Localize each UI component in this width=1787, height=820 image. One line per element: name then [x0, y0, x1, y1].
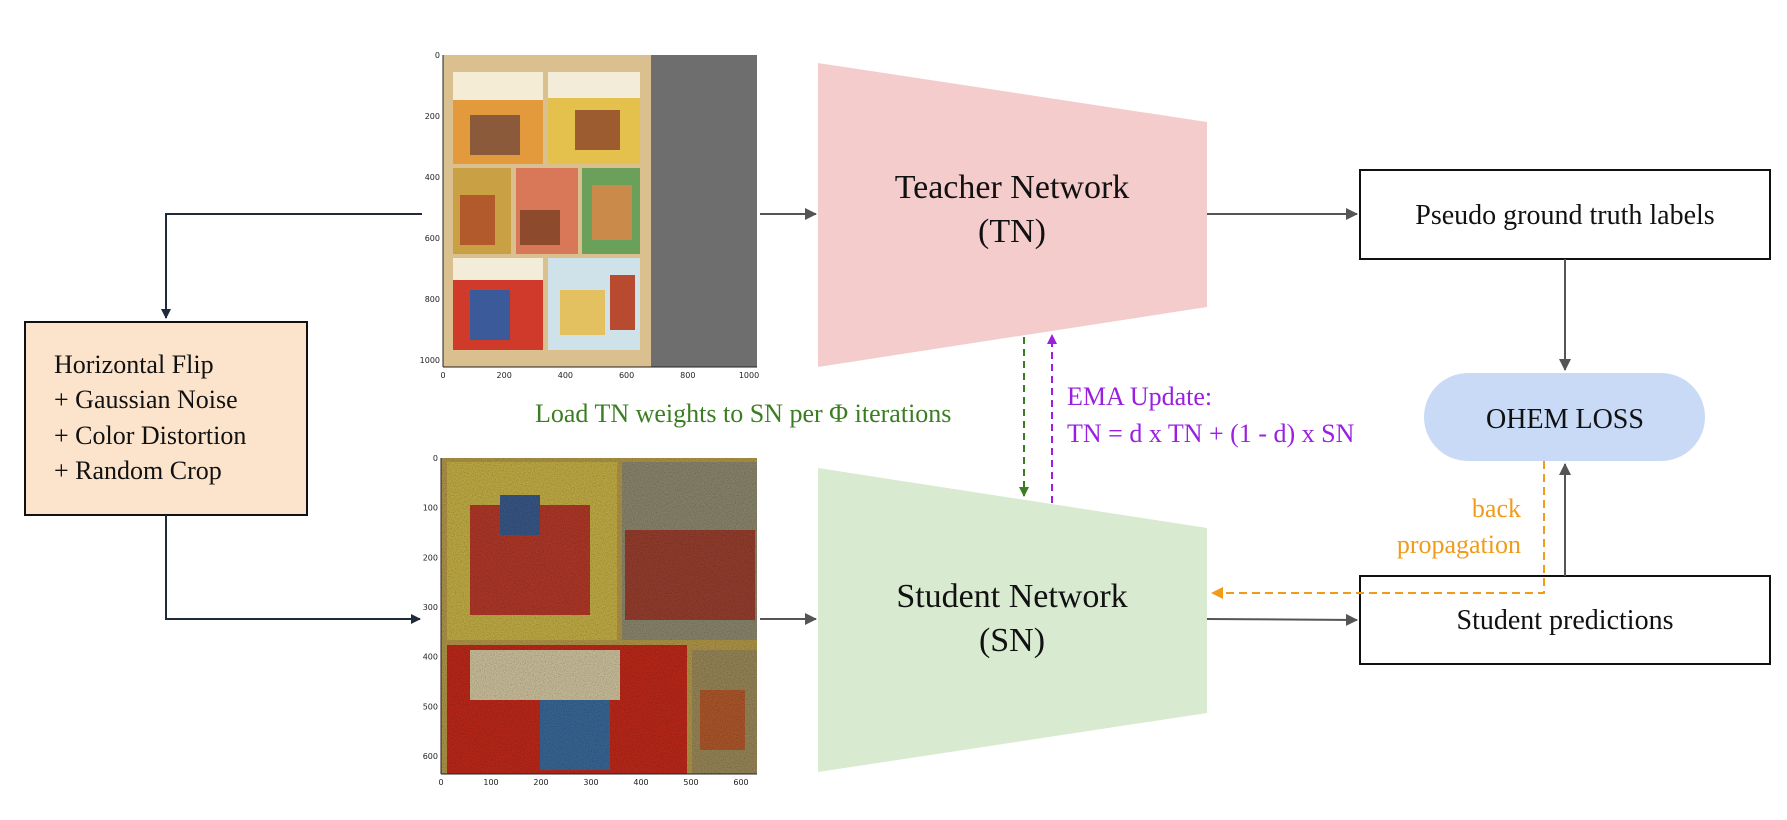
bottom-y-tick-200: 200	[423, 553, 438, 562]
top-x-tick-800: 800	[680, 371, 695, 380]
backprop-label-1: back	[1472, 494, 1521, 523]
bottom-image-x-ticks: 0 100 200 300 400 500 600	[438, 778, 748, 787]
bottom-x-tick-200: 200	[533, 778, 548, 787]
bottom-x-tick-100: 100	[483, 778, 498, 787]
top-y-tick-800: 800	[425, 295, 440, 304]
student-input-image: 0 100 200 300 400 500 600 0 100 200 300 400 500 600	[423, 454, 757, 787]
load-weights-label: Load TN weights to SN per Φ iterations	[535, 399, 951, 428]
teacher-network-title: Teacher Network	[895, 169, 1130, 206]
arrow-image-to-augment	[161, 213, 422, 319]
student-network-title: Student Network	[896, 578, 1127, 615]
student-predictions-box: Student predictions	[1359, 575, 1771, 665]
ema-update-label: EMA Update:	[1067, 382, 1212, 411]
top-y-tick-0: 0	[435, 51, 440, 60]
top-x-tick-600: 600	[619, 371, 634, 380]
arrow-student-to-predictions	[1206, 613, 1358, 626]
augment-line-1: Horizontal Flip	[54, 350, 214, 379]
bottom-y-tick-100: 100	[423, 504, 438, 513]
augment-line-3: + Color Distortion	[54, 421, 246, 450]
top-y-tick-600: 600	[425, 234, 440, 243]
top-image-y-ticks: 0 200 400 600 800 1000	[420, 51, 440, 365]
arrow-augment-to-image	[165, 515, 421, 624]
ema-formula-label: TN = d x TN + (1 - d) x SN	[1067, 419, 1355, 448]
augmentation-box: Horizontal Flip + Gaussian Noise + Color…	[24, 321, 308, 516]
bottom-y-tick-600: 600	[423, 752, 438, 761]
bottom-y-tick-500: 500	[423, 702, 438, 711]
top-x-tick-400: 400	[558, 371, 573, 380]
bottom-image-y-ticks: 0 100 200 300 400 500 600	[423, 454, 438, 761]
augment-line-2: + Gaussian Noise	[54, 385, 238, 414]
student-network-abbrev: (SN)	[979, 622, 1045, 659]
top-x-tick-0: 0	[440, 371, 445, 380]
top-y-tick-400: 400	[425, 173, 440, 182]
student-network: Student Network (SN)	[818, 468, 1207, 772]
teacher-network-abbrev: (TN)	[978, 213, 1046, 250]
pseudo-labels-box: Pseudo ground truth labels	[1359, 169, 1771, 260]
arrow-back-propagation	[1211, 461, 1545, 599]
bottom-x-tick-500: 500	[683, 778, 698, 787]
ohem-loss-node: OHEM LOSS	[1424, 373, 1705, 461]
top-x-tick-1000: 1000	[739, 371, 759, 380]
bottom-x-tick-0: 0	[438, 778, 443, 787]
student-predictions-text: Student predictions	[1457, 605, 1674, 636]
top-y-tick-1000: 1000	[420, 356, 440, 365]
bottom-y-tick-400: 400	[423, 653, 438, 662]
bottom-y-tick-300: 300	[423, 603, 438, 612]
bottom-y-tick-0: 0	[433, 454, 438, 463]
teacher-input-image: 0 200 400 600 800 1000 0 200 400 600 800 1000	[420, 51, 760, 380]
pseudo-labels-text: Pseudo ground truth labels	[1415, 200, 1714, 231]
top-x-tick-200: 200	[497, 371, 512, 380]
backprop-label-2: propagation	[1397, 530, 1521, 559]
augment-line-4: + Random Crop	[54, 456, 222, 485]
bottom-x-tick-300: 300	[583, 778, 598, 787]
bottom-x-tick-400: 400	[633, 778, 648, 787]
ohem-loss-text: OHEM LOSS	[1486, 404, 1644, 435]
bottom-x-tick-600: 600	[733, 778, 748, 787]
teacher-network: Teacher Network (TN)	[818, 63, 1207, 367]
top-image-x-ticks: 0 200 400 600 800 1000	[440, 371, 759, 380]
top-y-tick-200: 200	[425, 112, 440, 121]
